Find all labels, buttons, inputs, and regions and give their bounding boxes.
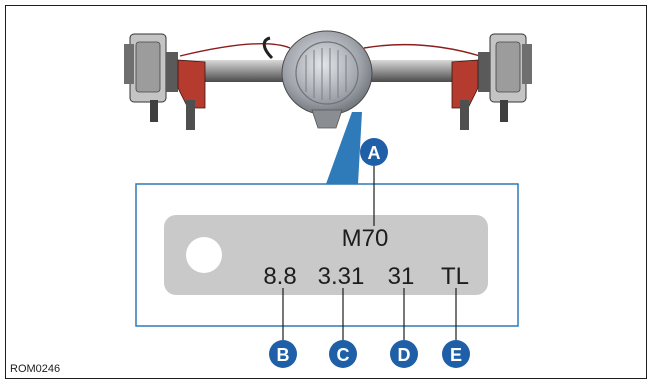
tag-axle-ratio: 3.31 [318, 263, 365, 290]
figure-frame [5, 5, 647, 379]
callout-a-marker: A [360, 138, 388, 166]
callout-c-label: C [337, 345, 350, 365]
right-brake-assembly [451, 33, 532, 130]
axle-id-tag [164, 215, 488, 295]
figure-reference-code: ROM0246 [10, 363, 61, 375]
tag-spline-count: 31 [388, 263, 415, 290]
left-brake-assembly [124, 33, 206, 130]
callout-d-label: D [398, 345, 411, 365]
callout-e-label: E [450, 345, 462, 365]
leader-lines [282, 166, 457, 340]
callout-b-marker: B [269, 340, 297, 368]
zoom-beam [326, 112, 362, 184]
callout-d-marker: D [390, 340, 418, 368]
callout-b-label: B [277, 345, 290, 365]
tag-differential-type: TL [441, 263, 469, 290]
callout-c-marker: C [329, 340, 357, 368]
callout-e-marker: E [442, 340, 470, 368]
callout-a-label: A [368, 143, 381, 163]
tag-ring-gear-size: 8.8 [263, 263, 296, 290]
tag-axle-code: M70 [342, 225, 389, 252]
tag-mounting-hole [186, 237, 222, 273]
